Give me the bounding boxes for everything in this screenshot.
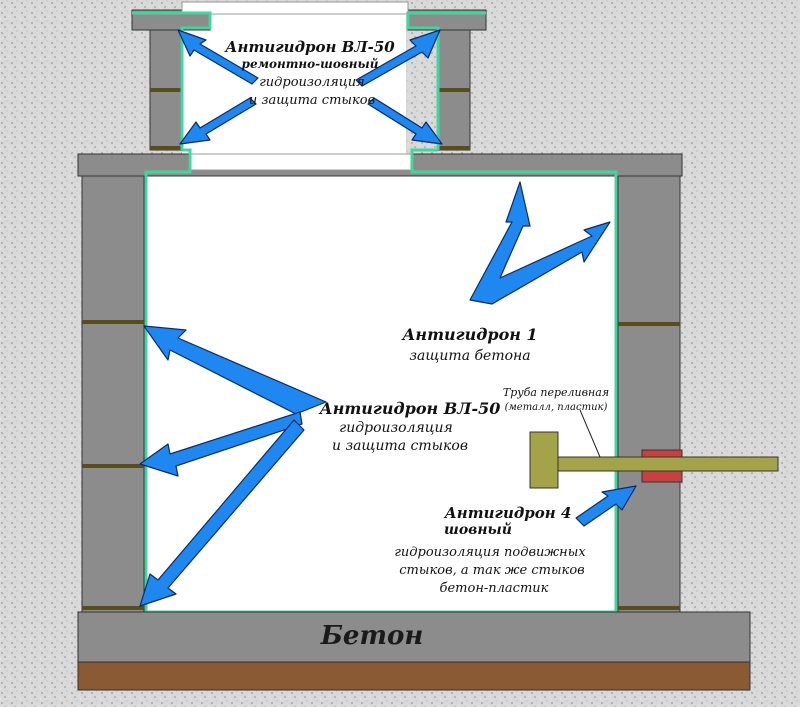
seam-title: Антигидрон 4 [444, 504, 572, 522]
arrow-neck-bottom-right [367, 97, 443, 145]
arrow-neck-bottom-left [179, 97, 257, 145]
main-wall-right [617, 175, 681, 613]
arrow-mid-to-bottom-joint [139, 419, 305, 607]
wall-mortar-joint [82, 464, 144, 468]
pipe-funnel [529, 431, 559, 489]
arrow-neck-top-right [355, 29, 441, 87]
wall-mortar-joint [82, 606, 144, 610]
neck-mortar [150, 146, 182, 150]
mid-line1: гидроизоляция [339, 420, 453, 436]
right-line1: защита бетона [409, 348, 530, 364]
wall-mortar-joint [618, 606, 680, 610]
base-label: Бетон [320, 621, 424, 651]
concrete-base [77, 611, 751, 663]
mid-line2: и защита стыков [332, 438, 468, 454]
right-title: Антигидрон 1 [401, 325, 537, 344]
arrow-mid-to-middle-joint [139, 411, 303, 477]
wall-mortar-joint [82, 320, 144, 324]
pipe-line2: (металл, пластик) [505, 402, 608, 413]
arrow-seam [575, 485, 637, 527]
seam-line1: гидроизоляция подвижных [394, 545, 586, 560]
arrows [139, 29, 637, 607]
neck-mortar [150, 88, 182, 92]
arrow-right-v [469, 181, 611, 305]
top-opening [181, 1, 409, 15]
pipe-line1: Труба переливная [503, 386, 609, 399]
seam-line3: бетон-пластик [440, 581, 549, 596]
neck-interior [182, 14, 406, 154]
neck-mortar [438, 146, 470, 150]
pipe-leader-line [579, 409, 601, 458]
well-interior [146, 170, 616, 612]
top-subtitle: ремонтно-шовный [242, 57, 379, 71]
top-line1: гидроизоляция [259, 75, 365, 90]
top-title: Антигидрон ВЛ-50 [224, 38, 395, 56]
main-wall-left [81, 175, 145, 613]
top-line2: и защита стыков [249, 93, 375, 108]
pipe-outlet [555, 456, 779, 472]
arrow-mid-to-upper-joint [143, 325, 327, 415]
mid-title: Антигидрон ВЛ-50 [319, 399, 501, 418]
arrow-neck-top-left [177, 29, 259, 85]
earth-layer [77, 661, 751, 691]
slab-opening [189, 153, 413, 171]
seam-subtitle: шовный [444, 521, 512, 538]
neck-mortar [438, 88, 470, 92]
wall-mortar-joint [618, 322, 680, 326]
seam-line2: стыков, а так же стыков [399, 563, 584, 578]
